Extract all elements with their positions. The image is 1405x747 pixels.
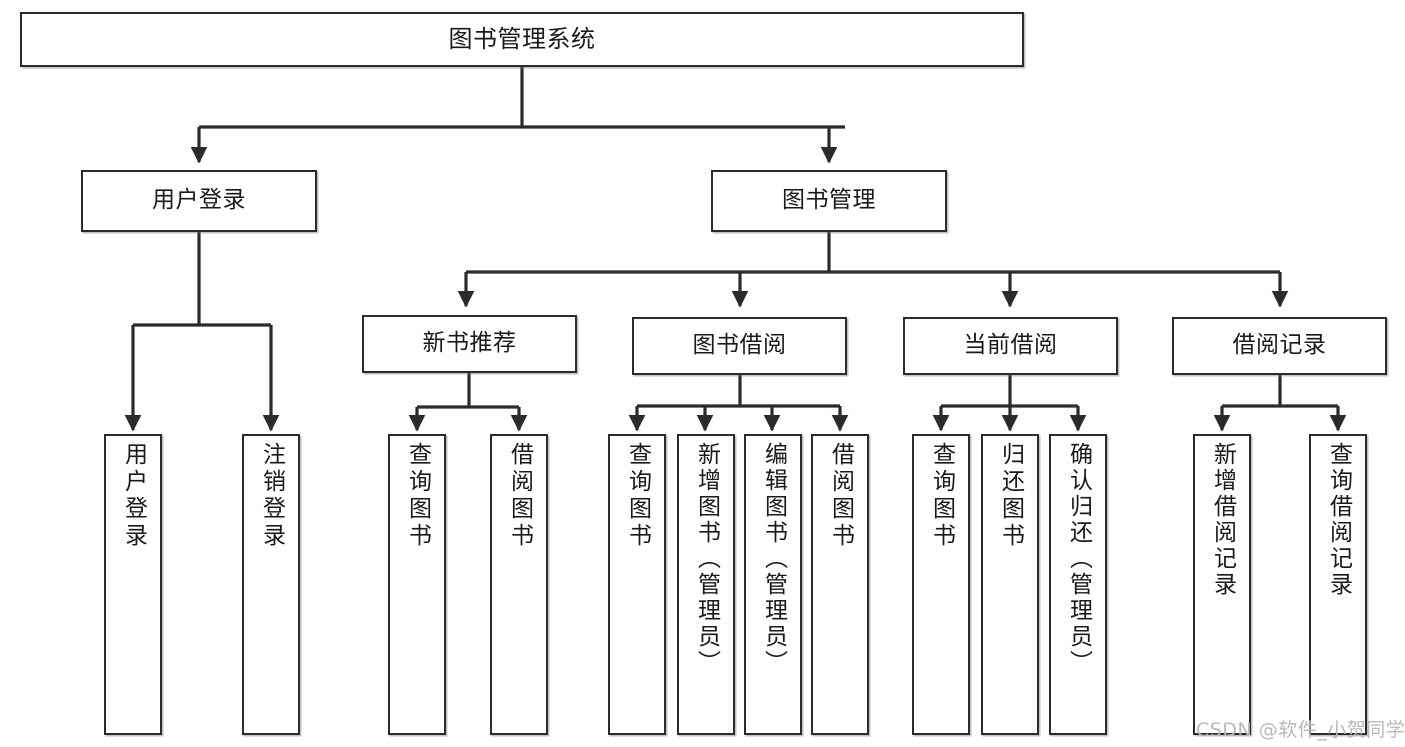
leaf-query-book-recommend[interactable]: 查询图书 bbox=[388, 434, 446, 735]
watermark-text: CSDN @软件_小贺同学 bbox=[1196, 719, 1405, 741]
leaf-borrow-book-recommend[interactable]: 借阅图书 bbox=[490, 434, 548, 735]
node-current-borrow[interactable]: 当前借阅 bbox=[903, 317, 1118, 375]
node-label: 确认归还（管理员） bbox=[1065, 442, 1092, 676]
leaf-user-login[interactable]: 用户登录 bbox=[104, 434, 162, 735]
leaf-query-book-borrow[interactable]: 查询图书 bbox=[608, 434, 666, 735]
leaf-return-book[interactable]: 归还图书 bbox=[981, 434, 1039, 735]
node-new-book-recommend[interactable]: 新书推荐 bbox=[362, 315, 577, 373]
node-label: 图书管理系统 bbox=[448, 25, 596, 54]
node-label: 当前借阅 bbox=[963, 332, 1058, 359]
leaf-add-book-admin[interactable]: 新增图书（管理员） bbox=[677, 434, 735, 735]
node-label: 新增图书（管理员） bbox=[693, 442, 720, 676]
node-label: 新增借阅记录 bbox=[1209, 442, 1236, 598]
node-label: 用户登录 bbox=[120, 442, 147, 550]
node-label: 借阅图书 bbox=[827, 442, 854, 550]
node-root-system[interactable]: 图书管理系统 bbox=[20, 12, 1024, 67]
node-label: 查询图书 bbox=[928, 442, 955, 550]
leaf-query-book-current[interactable]: 查询图书 bbox=[912, 434, 970, 735]
node-borrow-record[interactable]: 借阅记录 bbox=[1172, 317, 1387, 375]
node-label: 图书借阅 bbox=[692, 332, 787, 359]
node-label: 借阅图书 bbox=[506, 442, 533, 550]
node-label: 用户登录 bbox=[152, 187, 246, 214]
node-label: 查询图书 bbox=[404, 442, 431, 550]
node-label: 编辑图书（管理员） bbox=[760, 442, 787, 676]
leaf-logout[interactable]: 注销登录 bbox=[242, 434, 300, 735]
node-book-management[interactable]: 图书管理 bbox=[711, 170, 947, 232]
leaf-edit-book-admin[interactable]: 编辑图书（管理员） bbox=[744, 434, 802, 735]
node-label: 注销登录 bbox=[258, 442, 285, 550]
node-user-login[interactable]: 用户登录 bbox=[81, 170, 317, 232]
node-label: 借阅记录 bbox=[1232, 332, 1327, 359]
leaf-add-borrow-record[interactable]: 新增借阅记录 bbox=[1193, 434, 1251, 735]
node-label: 新书推荐 bbox=[422, 330, 517, 357]
node-book-borrow[interactable]: 图书借阅 bbox=[632, 317, 847, 375]
node-label: 查询借阅记录 bbox=[1325, 442, 1352, 598]
node-label: 图书管理 bbox=[782, 187, 876, 214]
leaf-query-borrow-record[interactable]: 查询借阅记录 bbox=[1309, 434, 1367, 735]
node-label: 归还图书 bbox=[997, 442, 1024, 550]
leaf-confirm-return-admin[interactable]: 确认归还（管理员） bbox=[1049, 434, 1107, 735]
node-label: 查询图书 bbox=[624, 442, 651, 550]
leaf-borrow-book[interactable]: 借阅图书 bbox=[811, 434, 869, 735]
